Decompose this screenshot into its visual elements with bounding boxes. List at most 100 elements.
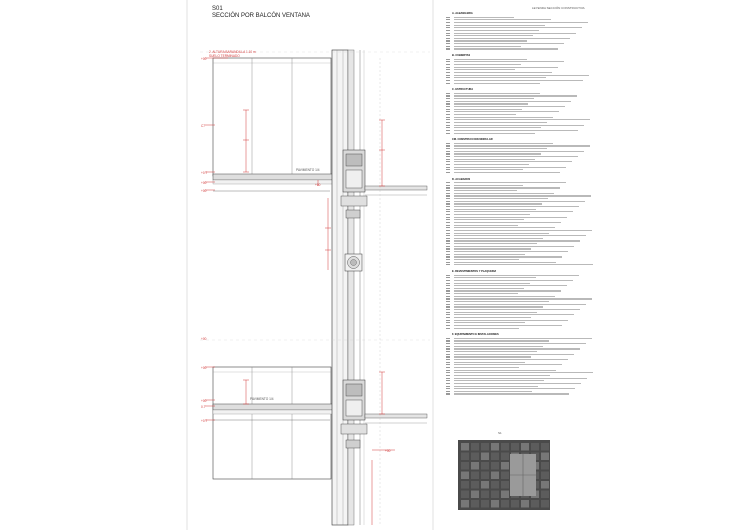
thumbnail-panel bbox=[501, 443, 509, 451]
legend-entry-code bbox=[446, 213, 450, 216]
thumbnail-panel bbox=[491, 490, 499, 498]
legend-entry-line bbox=[454, 43, 564, 45]
legend-entry-code bbox=[446, 16, 450, 18]
legend-section-title: B. CUBIERTAS bbox=[452, 54, 471, 58]
thumbnail-panel bbox=[481, 500, 489, 508]
legend-entry-line bbox=[454, 40, 527, 42]
legend-entry-code bbox=[446, 171, 450, 174]
legend-entry-code bbox=[446, 216, 450, 218]
thumbnail-panel bbox=[541, 471, 549, 479]
legend-entry-line bbox=[454, 24, 545, 26]
legend-entry-code bbox=[446, 100, 450, 102]
legend-entry-code bbox=[446, 359, 450, 361]
thumbnail-panel bbox=[471, 481, 479, 489]
legend-entry-line bbox=[454, 171, 560, 174]
legend-entry-line bbox=[454, 366, 519, 369]
legend-entry-code bbox=[446, 206, 450, 208]
legend-entry-line bbox=[454, 111, 559, 113]
thumbnail-panel bbox=[461, 452, 469, 460]
legend-entry-code bbox=[446, 306, 450, 308]
legend-entry-code bbox=[446, 119, 450, 121]
thumbnail-panel bbox=[471, 471, 479, 479]
legend-entry-line bbox=[454, 293, 518, 295]
legend-entry-line bbox=[454, 156, 578, 158]
legend-entry-line bbox=[454, 92, 540, 94]
legend-entry-code bbox=[446, 129, 450, 132]
legend-entry-line bbox=[454, 337, 592, 339]
drawing-title-block: S01 SECCIÓN POR BALCÓN VENTANA bbox=[212, 6, 310, 20]
legend-entry-code bbox=[446, 245, 450, 247]
thumbnail-panel bbox=[541, 443, 549, 451]
legend-entry-code bbox=[446, 32, 450, 34]
legend-entry-line bbox=[454, 356, 531, 358]
legend-entry-line bbox=[454, 295, 555, 297]
legend-header: LEYENDA SECCIÓN CONSTRUCTIVA bbox=[532, 6, 585, 10]
legend-entry-code bbox=[446, 298, 450, 300]
legend-entry-code bbox=[446, 153, 450, 155]
thumbnail-panel bbox=[521, 443, 529, 451]
legend-entry-code bbox=[446, 63, 450, 66]
legend-entry-line bbox=[454, 319, 568, 321]
legend-entry-line bbox=[454, 251, 568, 253]
legend-entry-code bbox=[446, 48, 450, 50]
balcony-slabs bbox=[364, 58, 428, 525]
legend-entry-line bbox=[454, 369, 556, 371]
legend-entry-line bbox=[454, 119, 590, 121]
legend-entry-line bbox=[454, 282, 530, 284]
legend-entry-line bbox=[454, 224, 518, 226]
legend-entry-line bbox=[454, 74, 589, 76]
legend-entry-code bbox=[446, 303, 450, 305]
thumbnail-panel bbox=[491, 443, 499, 451]
legend-entry-line bbox=[454, 61, 564, 63]
thumbnail-panel bbox=[481, 471, 489, 479]
level-label: +00 bbox=[201, 337, 207, 341]
legend-entry-line bbox=[454, 16, 514, 18]
legend-entry-line bbox=[454, 203, 542, 205]
legend-entry-line bbox=[454, 364, 562, 366]
legend-entry-code bbox=[446, 237, 450, 239]
legend-entry-line bbox=[454, 256, 562, 258]
legend-entry-line bbox=[454, 211, 573, 213]
thumbnail-panel bbox=[481, 462, 489, 470]
legend-entry-code bbox=[446, 337, 450, 339]
thumbnail-panel bbox=[511, 500, 519, 508]
legend-entry-line bbox=[454, 351, 537, 353]
floor-label-upper: PAVIMENTO 1/4 bbox=[296, 168, 320, 172]
legend-entry-code bbox=[446, 274, 450, 276]
legend-section-title: F. EQUIPAMIENTO E INSTALACIONES bbox=[452, 333, 499, 337]
legend-entry-line bbox=[454, 208, 536, 210]
legend-entry-line bbox=[454, 69, 515, 71]
legend-entry-code bbox=[446, 248, 450, 250]
legend-entry-line bbox=[454, 58, 527, 60]
legend-entry-line bbox=[454, 237, 543, 239]
legend-entry-line bbox=[454, 198, 548, 200]
legend-entry-line bbox=[454, 316, 531, 319]
legend-entry-line bbox=[454, 127, 541, 129]
thumbnail-panel bbox=[501, 471, 509, 479]
legend-entry-line bbox=[454, 388, 575, 390]
legend-entry-line bbox=[454, 166, 566, 168]
legend-entry-line bbox=[454, 314, 574, 316]
legend-entry-code bbox=[446, 95, 450, 97]
legend-entry-line bbox=[454, 190, 517, 192]
legend-entry-line bbox=[454, 121, 547, 124]
legend-entry-code bbox=[446, 208, 450, 210]
legend-entry-code bbox=[446, 113, 450, 116]
thumbnail-panel bbox=[471, 500, 479, 508]
legend-section-title: A. ALBAÑILERÍA bbox=[452, 12, 473, 15]
legend-entry-line bbox=[454, 227, 555, 229]
legend-entry-line bbox=[454, 200, 585, 202]
legend-entry-line bbox=[454, 290, 561, 292]
thumbnail-panel bbox=[541, 462, 549, 470]
thumbnail-panel bbox=[491, 471, 499, 479]
legend-entry-code bbox=[446, 219, 450, 221]
legend-entry-line bbox=[454, 345, 543, 347]
legend-entry-line bbox=[454, 245, 574, 247]
legend-entry-line bbox=[454, 301, 549, 303]
legend-entry-code bbox=[446, 200, 450, 202]
legend-entry-code bbox=[446, 345, 450, 347]
legend-entry-line bbox=[454, 71, 552, 74]
legend-entry-code bbox=[446, 353, 450, 355]
upper-room bbox=[212, 57, 364, 192]
thumbnail-panel bbox=[491, 500, 499, 508]
